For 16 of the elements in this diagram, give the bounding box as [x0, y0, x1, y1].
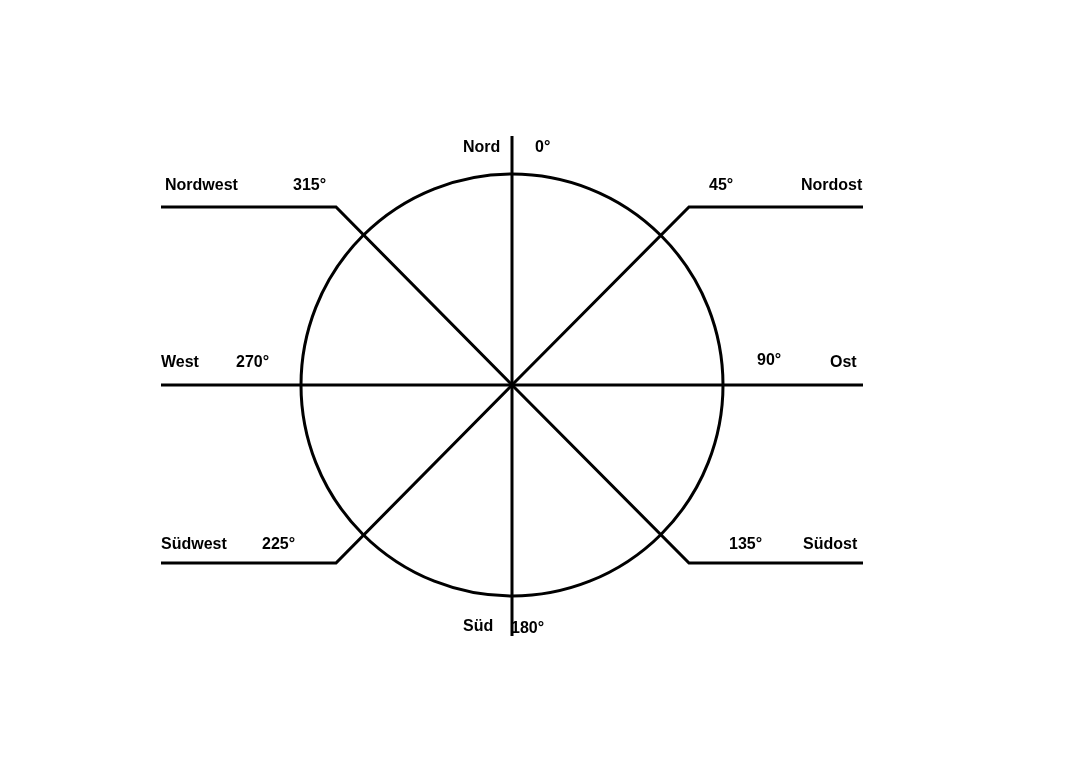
direction-label: Süd [463, 617, 494, 635]
degree-label: 315° [293, 176, 327, 194]
direction-label: Südwest [161, 535, 227, 553]
direction-label: Nordost [801, 176, 863, 194]
direction-label: Nord [463, 138, 501, 156]
degree-label: 0° [535, 138, 551, 156]
degree-label: 135° [729, 535, 763, 553]
direction-label: Ost [830, 353, 857, 371]
degree-label: 45° [709, 176, 734, 194]
degree-label: 225° [262, 535, 296, 553]
direction-label: Südost [803, 535, 858, 553]
degree-label: 270° [236, 353, 270, 371]
direction-label: West [161, 353, 199, 371]
direction-label: Nordwest [165, 176, 238, 194]
degree-label: 180° [511, 619, 545, 637]
degree-label: 90° [757, 351, 782, 369]
